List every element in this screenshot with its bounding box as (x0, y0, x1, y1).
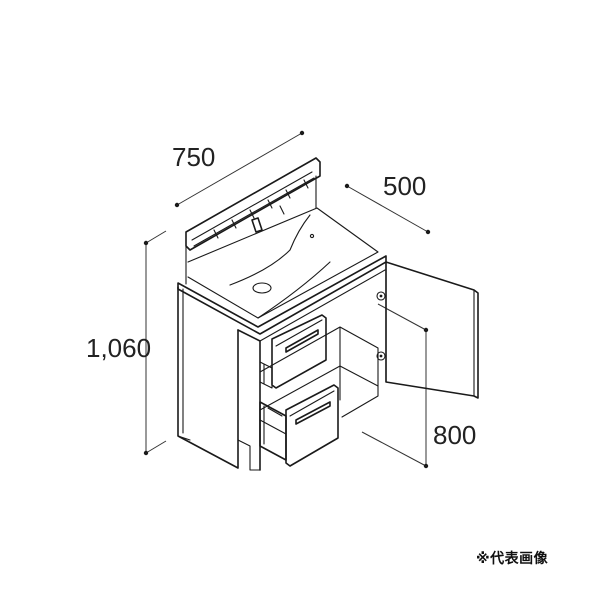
faucet-icon (251, 217, 263, 233)
upper-drawer-handle (285, 329, 319, 353)
lower-drawer (259, 384, 339, 467)
height-label: 1,060 (86, 333, 151, 363)
lower-drawer-handle (295, 401, 331, 425)
height-dimension-line (143, 230, 167, 456)
counter-height-dimension-line (361, 303, 429, 469)
countertop-sink (177, 207, 387, 335)
upper-hinge-icon (376, 291, 386, 301)
representative-image-note: ※代表画像 (476, 551, 549, 567)
lower-hinge-icon (376, 351, 386, 361)
backsplash-faucet-rail (185, 157, 321, 285)
upper-drawer (259, 314, 327, 389)
depth-dimension-line (344, 183, 431, 235)
counter-height-label: 800 (433, 420, 476, 450)
open-door (376, 261, 479, 399)
width-dimension-line (174, 130, 305, 208)
cabinet-body (177, 269, 386, 471)
width-label: 750 (172, 142, 215, 172)
depth-label: 500 (383, 171, 426, 201)
